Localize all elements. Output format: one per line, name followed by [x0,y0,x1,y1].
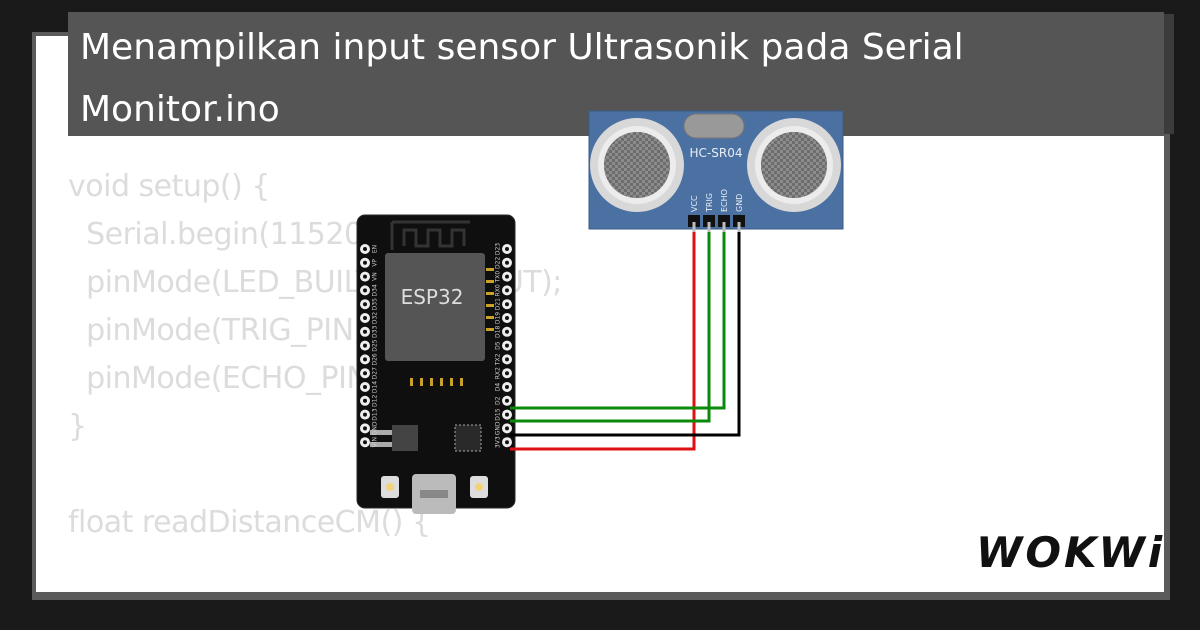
esp32-pin-label: D14 [372,381,379,393]
esp32-pin-label: TX2 [495,353,502,366]
esp32-pin-label: D5 [495,341,502,350]
sensor-pin-vcc[interactable] [688,215,700,227]
sensor-pin-trig[interactable] [703,215,715,227]
esp32-pin-label: VP [372,259,379,267]
wire-gnd [510,232,741,437]
sensor-crystal [683,113,745,139]
esp32-pin-label: VN [372,272,379,281]
sensor-pin-label: TRIG [705,193,714,213]
esp32-pin-label: 3V3 [495,436,502,448]
esp32-pin-label: D12 [372,394,379,406]
sensor-pin-gnd[interactable] [733,215,745,227]
esp32-pin-label: D35 [372,298,379,310]
sensor-pin-label: ECHO [720,189,729,212]
esp32-label: ESP32 [401,285,464,309]
page-title: Menampilkan input sensor Ultrasonik pada… [80,27,964,130]
esp32-pin-label: D25 [372,339,379,351]
esp32-pin-label: D22 [495,256,502,268]
esp32-pin-label: D33 [372,325,379,337]
sensor-pin-label: VCC [690,195,699,212]
esp32-pin-label: D21 [495,298,502,310]
esp32-pin-label: D19 [495,312,502,324]
wokwi-logo: WOKWi [976,528,1166,577]
esp32-pin-label: D26 [372,353,379,365]
esp32-pin-label: GND [372,421,379,435]
sensor-right-transducer [747,118,841,212]
esp32-pin-label: RX2 [495,367,502,379]
esp32-pin-label: D2 [495,396,502,405]
esp32-pin-label: D13 [372,408,379,420]
esp32-pin-label: GND [495,421,502,435]
sensor-pin-echo[interactable] [718,215,730,227]
sensor-pin-label: GND [735,194,744,212]
esp32-board[interactable]: ESP32 ENVPVND34D35D32D33D25D26D27D14D12D… [356,214,516,514]
esp32-pin-label: D32 [372,312,379,324]
esp32-pin-label: D34 [372,284,379,296]
esp32-pin-label: VIN [372,437,379,447]
esp32-chip-shield [385,253,485,361]
esp32-pin-label: D4 [495,383,502,392]
voltage-regulator [392,425,418,451]
esp32-right-pin-header: D23D22TX0RX0D21D19D18D5TX2RX2D4D2D15GND3… [495,243,512,448]
esp32-pin-label: D15 [495,408,502,420]
esp32-pin-label: D23 [495,243,502,255]
esp32-pin-label: RX0 [495,284,502,296]
usb-chip [454,424,482,452]
esp32-pin-label: D27 [372,367,379,379]
wire-echo [510,232,726,410]
hc-sr04-sensor[interactable]: HC-SR04 VCC TRIG ECHO GND [588,110,844,250]
esp32-pin-label: D18 [495,325,502,337]
sensor-label: HC-SR04 [690,146,743,160]
wire-trig [510,232,711,423]
esp32-pin-label: TX0 [495,271,502,284]
wire-vcc [510,232,696,451]
wires [510,232,741,451]
sensor-left-transducer [590,118,684,212]
esp32-pin-label: EN [372,245,379,253]
